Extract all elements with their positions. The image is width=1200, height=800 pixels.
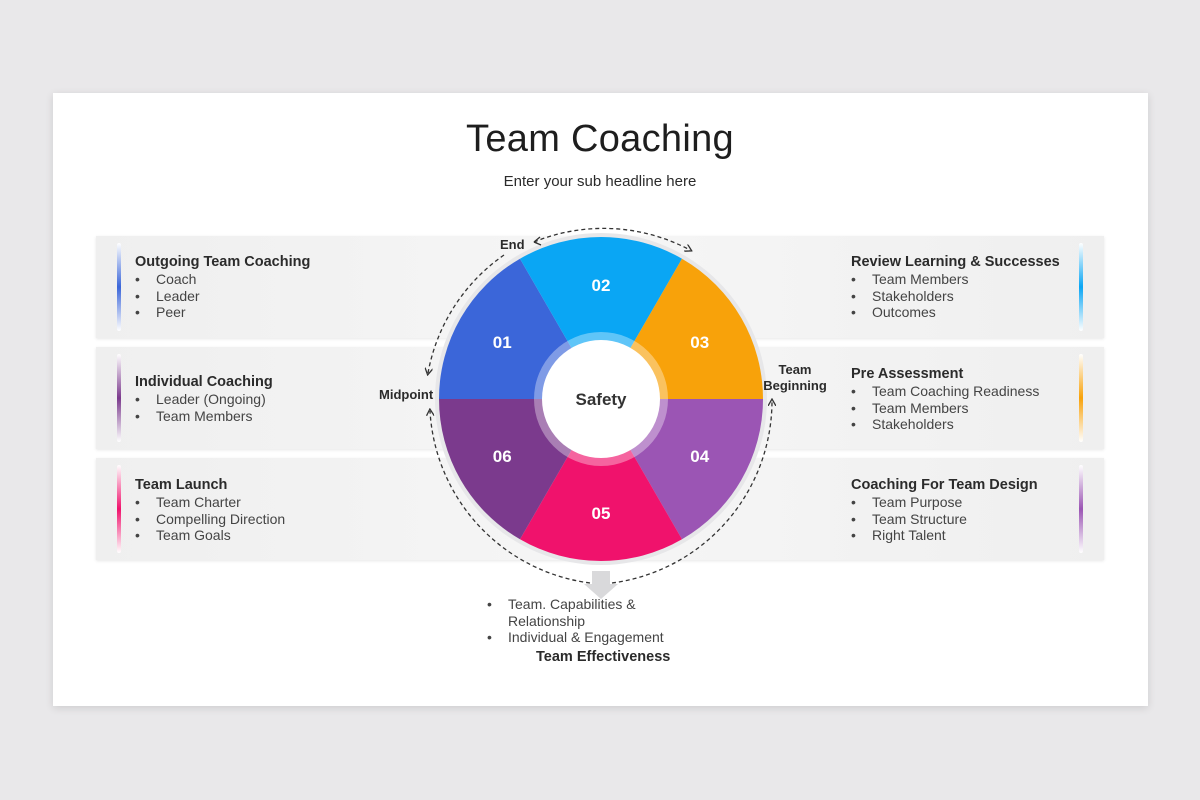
card-heading: Pre Assessment <box>851 366 964 382</box>
segment-label-06: 06 <box>493 447 512 466</box>
page-subtitle: Enter your sub headline here <box>503 173 697 190</box>
arrow-right-lower <box>611 401 772 584</box>
list-item: Team Goals <box>135 527 285 544</box>
page-title: Team Coaching <box>466 118 734 160</box>
segment-label-02: 02 <box>592 276 611 295</box>
list-item: Team Members <box>851 400 1039 417</box>
accent-bar-left-2 <box>117 354 121 442</box>
accent-bar-left-3 <box>117 465 121 553</box>
list-item: Team Members <box>135 408 273 425</box>
center-label: Safety <box>575 390 627 409</box>
card-review-learning-successes: Review Learning & Successes Team Members… <box>851 254 1060 321</box>
list-item: Leader (Ongoing) <box>135 391 273 408</box>
list-item: Outcomes <box>851 304 1060 321</box>
list-item: Compelling Direction <box>135 511 285 528</box>
label-team-beginning: Team Beginning <box>760 362 830 394</box>
card-heading: Coaching For Team Design <box>851 477 1038 493</box>
arrow-left-lower <box>430 411 591 584</box>
list-item: Leader <box>135 288 310 305</box>
accent-bar-left-1 <box>117 243 121 331</box>
arrow-left-upper <box>428 254 505 373</box>
card-heading: Team Launch <box>135 477 228 493</box>
label-midpoint: Midpoint <box>379 387 434 402</box>
wheel-segment-labels: 01 02 03 04 05 06 <box>493 276 710 523</box>
segment-02 <box>520 236 682 399</box>
arrow-top-right <box>533 227 690 250</box>
center-circle <box>542 340 660 458</box>
card-heading: Outgoing Team Coaching <box>135 254 311 270</box>
segment-05 <box>520 399 682 561</box>
card-outgoing-team-coaching: Outgoing Team Coaching Coach Leader Peer <box>135 254 310 321</box>
team-effectiveness-block: Team. Capabilities & Relationship Indivi… <box>487 596 727 665</box>
list-item: Individual & Engagement <box>487 629 727 646</box>
list-item: Peer <box>135 304 310 321</box>
accent-bar-right-3 <box>1079 465 1083 553</box>
card-pre-assessment: Pre Assessment Team Coaching Readiness T… <box>851 366 1039 433</box>
list-item: Team Charter <box>135 494 285 511</box>
segment-label-03: 03 <box>690 333 709 352</box>
list-item: Right Talent <box>851 527 1038 544</box>
segment-label-05: 05 <box>592 504 611 523</box>
card-heading: Individual Coaching <box>135 374 273 390</box>
card-coaching-for-team-design: Coaching For Team Design Team Purpose Te… <box>851 477 1038 544</box>
card-individual-coaching: Individual Coaching Leader (Ongoing) Tea… <box>135 374 273 424</box>
label-end: End <box>500 237 525 252</box>
list-item: Team. Capabilities & Relationship <box>487 596 668 629</box>
arrow-top-left-head <box>533 236 542 246</box>
accent-bar-right-1 <box>1079 243 1083 331</box>
list-item: Coach <box>135 271 310 288</box>
card-heading: Review Learning & Successes <box>851 254 1060 270</box>
list-item: Team Members <box>851 271 1060 288</box>
list-item: Stakeholders <box>851 288 1060 305</box>
list-item: Team Structure <box>851 511 1038 528</box>
card-team-launch: Team Launch Team Charter Compelling Dire… <box>135 477 285 544</box>
segment-label-01: 01 <box>493 333 512 352</box>
down-arrow-icon <box>584 571 618 599</box>
segment-label-04: 04 <box>690 447 709 466</box>
label-team-beginning-line1: Team <box>778 362 812 377</box>
list-item: Stakeholders <box>851 416 1039 433</box>
list-item: Team Purpose <box>851 494 1038 511</box>
label-team-beginning-line2: Beginning <box>763 378 827 393</box>
list-item: Team Coaching Readiness <box>851 383 1039 400</box>
accent-bar-right-2 <box>1079 354 1083 442</box>
team-effectiveness-heading: Team Effectiveness <box>536 648 671 665</box>
